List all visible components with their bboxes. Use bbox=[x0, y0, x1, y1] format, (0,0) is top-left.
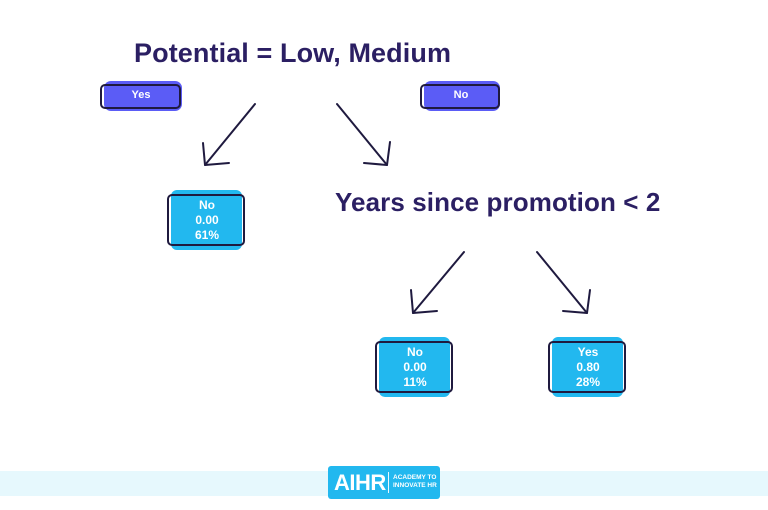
leaf-percent: 61% bbox=[194, 228, 220, 242]
arrow-down-right-icon bbox=[336, 103, 391, 166]
leaf-value: 0.00 bbox=[195, 213, 219, 227]
logo-brand: AIHR bbox=[334, 470, 386, 495]
leaf-node-right: Yes 0.80 28% bbox=[547, 336, 629, 398]
leaf-node-middle: No 0.00 11% bbox=[374, 336, 456, 398]
leaf-node-left: No 0.00 61% bbox=[166, 189, 248, 251]
leaf-value: 0.80 bbox=[576, 360, 600, 374]
branch-no-pill: No bbox=[420, 80, 504, 112]
logo-tagline: ACADEMY TO INNOVATE HR bbox=[393, 474, 437, 490]
leaf-percent: 11% bbox=[403, 375, 427, 389]
logo-tagline-line2: INNOVATE HR bbox=[393, 482, 437, 489]
branch-yes-label: Yes bbox=[131, 89, 151, 101]
leaf-value: 0.00 bbox=[403, 360, 427, 374]
leaf-class: No bbox=[199, 198, 215, 212]
logo-divider bbox=[388, 472, 389, 493]
second-split-condition: Years since promotion < 2 bbox=[335, 187, 661, 217]
arrow-down-left-icon bbox=[410, 251, 465, 314]
leaf-class: Yes bbox=[577, 345, 599, 359]
leaf-percent: 28% bbox=[575, 375, 601, 389]
aihr-logo: AIHR ACADEMY TO INNOVATE HR bbox=[328, 466, 440, 499]
leaf-class: No bbox=[407, 345, 423, 359]
logo-tagline-line1: ACADEMY TO bbox=[393, 474, 437, 481]
branch-yes-pill: Yes bbox=[100, 80, 184, 112]
arrow-down-left-icon bbox=[202, 103, 256, 166]
branch-no-label: No bbox=[453, 89, 469, 101]
arrow-down-right-icon bbox=[536, 251, 591, 314]
root-split-condition: Potential = Low, Medium bbox=[134, 38, 452, 68]
